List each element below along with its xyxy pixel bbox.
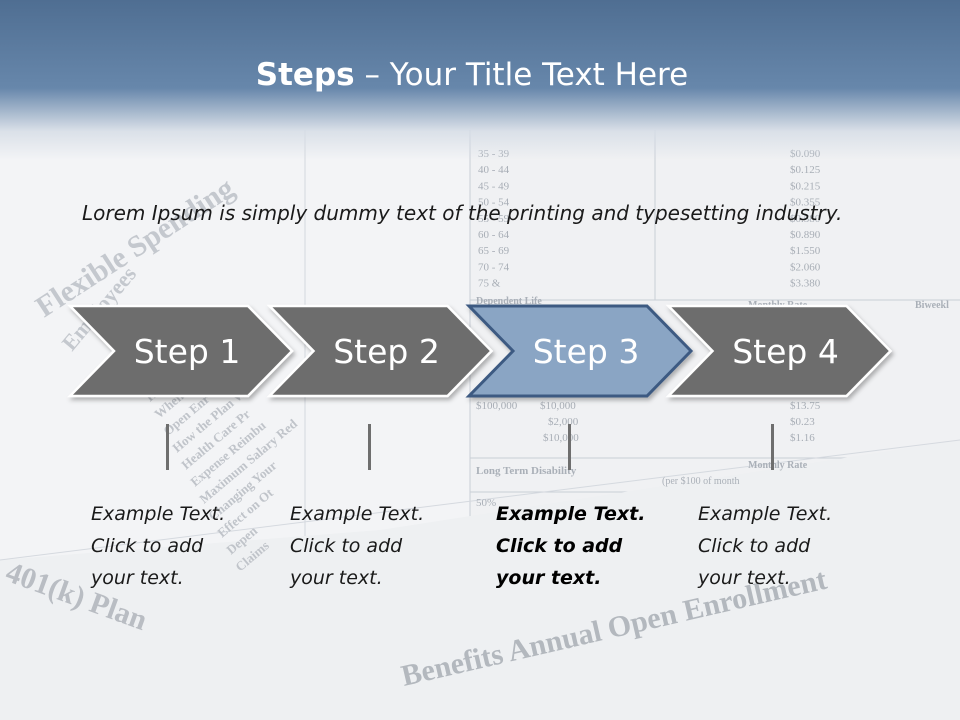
bg-coverage-rate: $0.23 — [790, 416, 815, 428]
bg-rate-row: $0.215 — [790, 180, 821, 192]
bg-age-row: 65 - 69 — [478, 245, 510, 257]
bg-ltd-percent: 50% — [476, 497, 496, 509]
bg-age-row: 40 - 44 — [478, 164, 510, 176]
bg-rate-row: $0.125 — [790, 164, 821, 176]
chevron-shape — [465, 304, 694, 398]
intro-text[interactable]: Lorem Ipsum is simply dummy text of the … — [82, 201, 843, 225]
step-label: Step 2 — [333, 332, 440, 371]
step-chevron-1[interactable]: Step 1 — [67, 304, 294, 398]
example-line: Example Text. — [496, 503, 646, 525]
bg-age-row: 55 - 59 — [478, 213, 510, 225]
bg-coverage-rate: $13.75 — [790, 400, 821, 412]
bg-age-row: 50 - 54 — [478, 197, 510, 209]
example-line: Example Text. — [290, 503, 425, 525]
example-line: Click to add — [290, 535, 403, 557]
bg-rate-row: $2.060 — [790, 261, 821, 273]
bg-age-row: 70 - 74 — [478, 261, 510, 273]
step-label: Step 1 — [134, 332, 241, 371]
bg-biweekly-label: Biweekl — [915, 300, 949, 311]
bg-coverage-row: $100,000 — [476, 400, 518, 412]
example-line: your text. — [91, 567, 184, 589]
example-line: Click to add — [91, 535, 204, 557]
example-line: Example Text. — [91, 503, 226, 525]
connector-step-4 — [771, 424, 774, 470]
chevron-shape — [665, 304, 893, 398]
bg-age-row: 60 - 64 — [478, 229, 510, 241]
bg-ltd-rate-label: Monthly Rate — [748, 460, 808, 471]
title-bold: Steps — [255, 57, 355, 93]
example-text-step-1[interactable]: Example Text. Click to add your text. — [91, 498, 261, 594]
example-line: Click to add — [496, 535, 623, 557]
example-line: Example Text. — [698, 503, 833, 525]
example-line: your text. — [698, 567, 791, 589]
example-text-step-3[interactable]: Example Text. Click to add your text. — [496, 498, 666, 594]
bg-ltd-note: (per $100 of month — [662, 476, 740, 487]
example-text-step-4[interactable]: Example Text. Click to add your text. — [698, 498, 868, 594]
bg-rate-row: $3.380 — [790, 278, 821, 290]
bg-age-row: 45 - 49 — [478, 180, 510, 192]
bg-coverage-rate: $1.16 — [790, 432, 815, 444]
bg-ltd-label: Long Term Disability — [476, 465, 577, 477]
step-chevron-2[interactable]: Step 2 — [266, 304, 494, 398]
step-label: Step 3 — [533, 332, 640, 371]
connector-step-1 — [166, 424, 169, 470]
bg-coverage-row: $10,000 — [540, 400, 576, 412]
slide-title[interactable]: Steps – Your Title Text Here — [0, 52, 944, 98]
step-chevron-3[interactable]: Step 3 — [465, 304, 694, 398]
example-line: your text. — [496, 567, 602, 589]
example-line: Click to add — [698, 535, 811, 557]
title-rest: – Your Title Text Here — [364, 57, 689, 93]
bg-dependent-label: Dependent Life — [476, 296, 542, 307]
bg-age-row: 75 & — [478, 278, 501, 290]
bg-rate-row: $0.355 — [790, 197, 821, 209]
chevron-shape — [266, 304, 494, 398]
chevron-shape — [67, 304, 294, 398]
bg-coverage-row: $2,000 — [548, 416, 579, 428]
example-line: your text. — [290, 567, 383, 589]
bg-rate-row: $1.550 — [790, 245, 821, 257]
bg-rate-row: $0.890 — [790, 229, 821, 241]
step-chevron-4[interactable]: Step 4 — [665, 304, 893, 398]
connector-step-2 — [368, 424, 371, 470]
example-text-step-2[interactable]: Example Text. Click to add your text. — [290, 498, 460, 594]
connector-step-3 — [568, 424, 571, 470]
header-band — [0, 0, 960, 160]
bg-rate-row: $0.580 — [790, 213, 821, 225]
step-label: Step 4 — [732, 332, 839, 371]
